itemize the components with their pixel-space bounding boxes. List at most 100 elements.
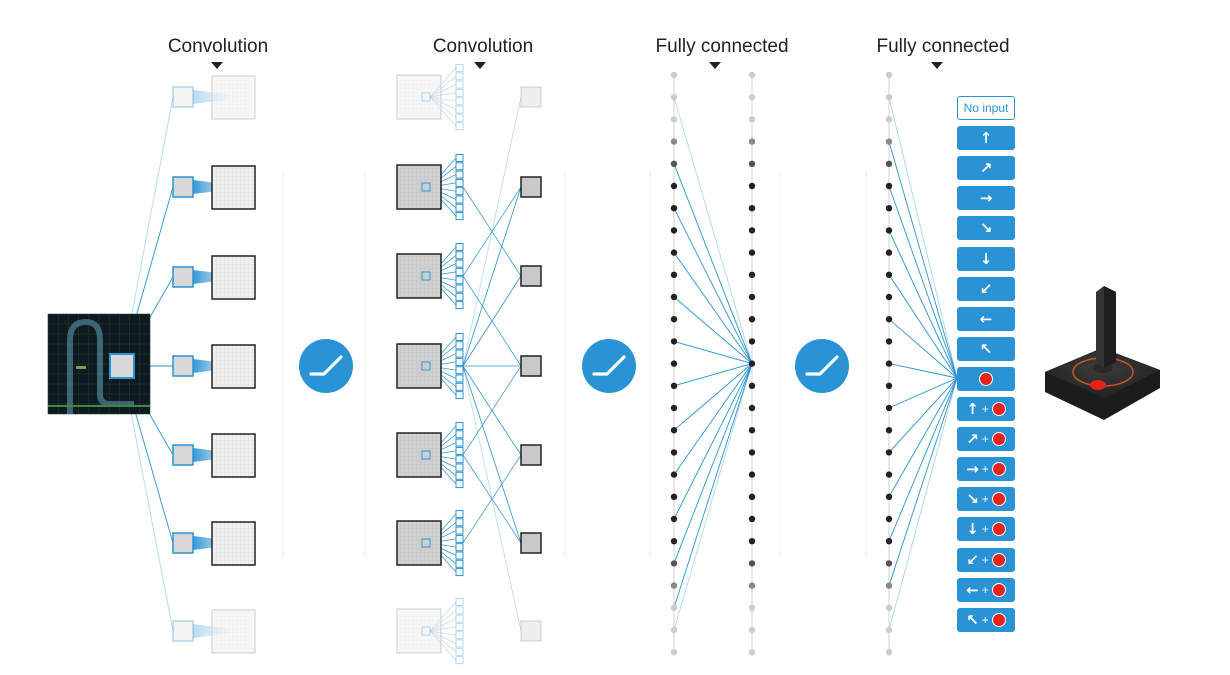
action-arrow-icon: ↖ bbox=[966, 610, 979, 629]
connection-line bbox=[888, 230, 958, 379]
connection-line bbox=[888, 97, 958, 379]
connection-line bbox=[888, 318, 958, 379]
layer-marker-conv1 bbox=[211, 62, 223, 69]
conv2-unit bbox=[455, 276, 464, 285]
relu-curve bbox=[805, 355, 839, 376]
conv2-unit bbox=[455, 357, 464, 366]
connection-line bbox=[462, 186, 522, 367]
conv2-unit bbox=[455, 568, 464, 577]
conv1-feature-map bbox=[211, 521, 256, 566]
action-button: ←+ bbox=[957, 577, 1015, 602]
fc2-neuron bbox=[748, 538, 756, 545]
fc3-neuron bbox=[885, 626, 893, 634]
action-button: ↗+ bbox=[957, 427, 1015, 452]
conv2-unit bbox=[455, 559, 464, 568]
fc3-neuron bbox=[885, 94, 893, 101]
fire-button-icon bbox=[991, 522, 1006, 537]
fc2-neuron bbox=[748, 338, 756, 345]
conv2-unit bbox=[455, 656, 464, 665]
connection-line bbox=[673, 97, 753, 364]
conv2-unit bbox=[455, 551, 464, 560]
conv1-filter bbox=[172, 86, 194, 108]
layer-marker-fc1 bbox=[709, 62, 721, 69]
fc2-neuron bbox=[748, 404, 756, 412]
action-label: No input bbox=[963, 101, 1009, 115]
connection-line bbox=[673, 363, 753, 608]
fc2-neuron bbox=[748, 382, 756, 389]
action-button: ↘+ bbox=[957, 487, 1015, 512]
fc2-neuron bbox=[748, 182, 756, 190]
relu-curve bbox=[309, 355, 343, 376]
fire-button-icon bbox=[991, 402, 1006, 416]
action-plus: + bbox=[981, 522, 989, 537]
fc3-neuron bbox=[885, 493, 893, 500]
action-plus: + bbox=[981, 432, 989, 447]
action-plus: + bbox=[981, 612, 989, 627]
connection-line bbox=[888, 377, 958, 498]
fc2-neuron bbox=[748, 271, 756, 278]
conv1-filter bbox=[172, 532, 194, 554]
conv2-unit bbox=[455, 64, 464, 72]
action-button: ↖ bbox=[957, 336, 1015, 361]
fc2-neuron bbox=[748, 160, 756, 167]
conv2-unit bbox=[455, 480, 464, 489]
conv2-unit bbox=[455, 105, 464, 114]
connection-line bbox=[462, 186, 522, 277]
fc1-neuron bbox=[670, 560, 678, 567]
action-arrow-icon: ↓ bbox=[979, 249, 993, 268]
connection-line bbox=[673, 363, 753, 564]
fc1-neuron bbox=[670, 449, 678, 456]
action-arrow-icon: ← bbox=[979, 309, 993, 328]
input-receptive-field bbox=[109, 353, 135, 379]
action-button: ↓ bbox=[957, 246, 1015, 271]
conv2-unit bbox=[455, 259, 464, 268]
fc2-neuron bbox=[748, 227, 756, 234]
fc1-neuron bbox=[670, 382, 678, 389]
joystick-stick-shade bbox=[1104, 286, 1116, 368]
connection-line bbox=[888, 377, 958, 409]
conv2-kernel bbox=[421, 538, 431, 548]
conv1-feature-map bbox=[211, 165, 256, 210]
action-arrow-icon: → bbox=[966, 460, 979, 479]
action-button: → bbox=[957, 186, 1015, 211]
fc1-neuron bbox=[670, 427, 678, 434]
conv2-output bbox=[520, 86, 542, 108]
conv2-input-map bbox=[396, 343, 442, 389]
joystick-base-top bbox=[1045, 348, 1160, 398]
conv2-unit bbox=[455, 212, 464, 221]
conv1-filter bbox=[172, 176, 194, 198]
connection-line bbox=[888, 274, 958, 379]
connection-line bbox=[888, 377, 958, 542]
conv1-feature-map bbox=[211, 609, 256, 654]
fc1-neuron bbox=[670, 538, 678, 545]
action-arrow-icon: ↙ bbox=[979, 279, 993, 298]
fc2-neuron bbox=[748, 316, 756, 323]
action-arrow-icon: ↖ bbox=[979, 339, 993, 358]
fc2-neuron bbox=[748, 471, 756, 478]
fc1-neuron bbox=[670, 360, 678, 367]
action-button: ↘ bbox=[957, 216, 1015, 241]
fc1-neuron bbox=[670, 116, 678, 123]
action-button bbox=[957, 366, 1015, 391]
fc3-neuron bbox=[885, 649, 893, 656]
conv2-unit bbox=[455, 518, 464, 527]
fc3-neuron bbox=[885, 404, 893, 412]
conv2-unit bbox=[455, 301, 464, 310]
fire-button-icon bbox=[991, 462, 1006, 477]
action-plus: + bbox=[981, 552, 989, 567]
fc3-neuron bbox=[885, 560, 893, 567]
conv2-unit bbox=[455, 543, 464, 552]
connection-line bbox=[888, 185, 958, 379]
conv2-unit bbox=[455, 292, 464, 301]
conv2-kernel bbox=[421, 271, 431, 281]
fc1-neuron bbox=[670, 582, 678, 589]
conv2-unit bbox=[455, 391, 464, 400]
conv2-unit bbox=[455, 113, 464, 122]
conv2-output bbox=[520, 355, 542, 377]
action-button: ↙+ bbox=[957, 547, 1015, 572]
action-plus: + bbox=[981, 462, 989, 477]
action-button: ↖+ bbox=[957, 607, 1015, 632]
fc2-neuron bbox=[748, 560, 756, 567]
action-arrow-icon: → bbox=[979, 189, 993, 208]
conv2-unit bbox=[455, 647, 464, 656]
